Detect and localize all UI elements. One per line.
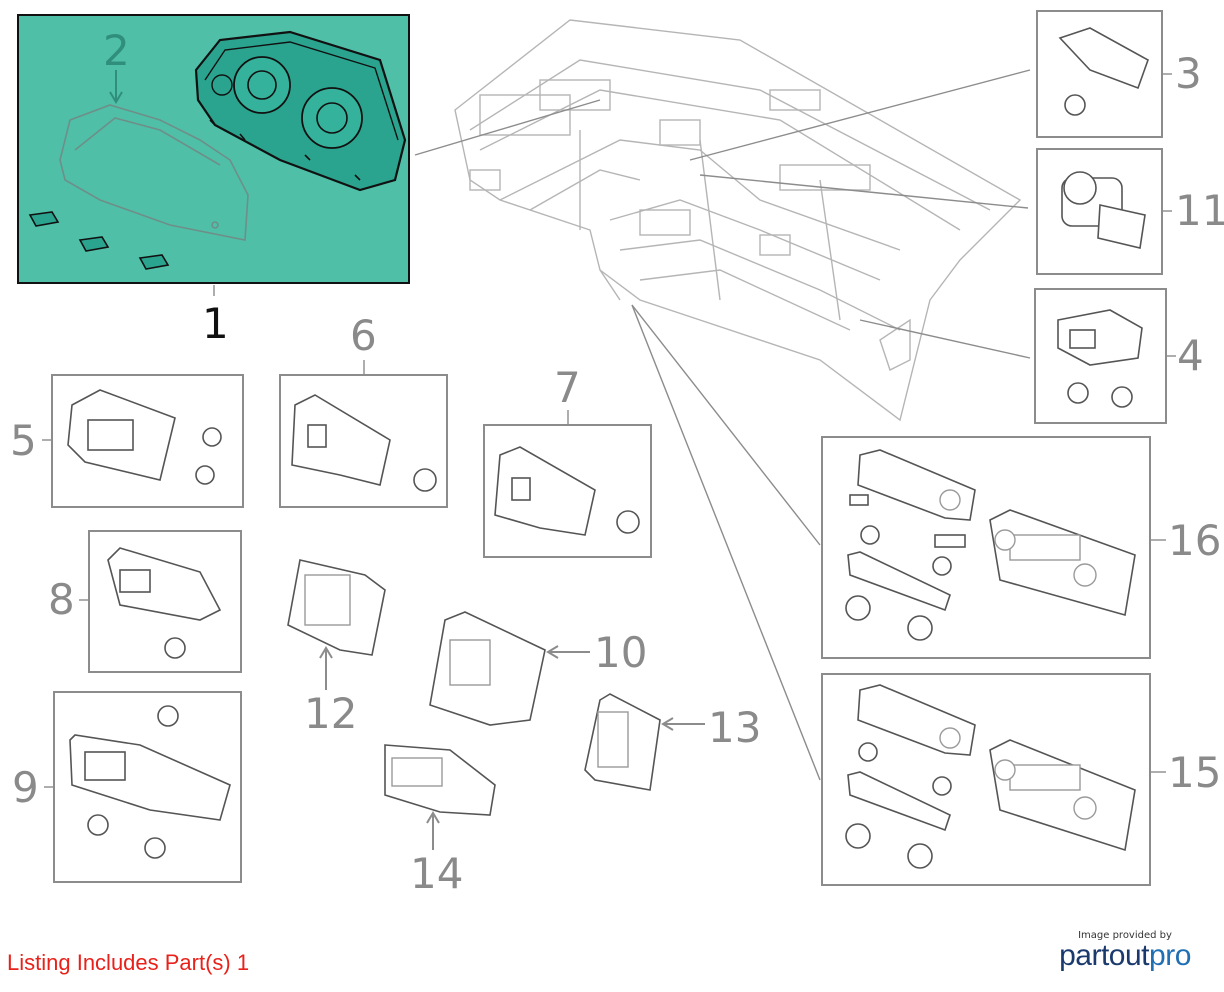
credit-caption: Image provided by <box>1078 930 1172 941</box>
part-1-clips-illustration <box>28 211 170 270</box>
part-6-box[interactable] <box>279 374 448 508</box>
part-12-illustration[interactable] <box>287 559 386 656</box>
callout-4[interactable]: 4 <box>1177 331 1204 380</box>
part-2-lens-illustration <box>59 104 249 241</box>
logo-prefix: partout <box>1059 939 1150 972</box>
image-credit: Image provided by partoutpro <box>1030 930 1220 973</box>
callout-2-arrow <box>109 70 123 104</box>
callout-14[interactable]: 14 <box>410 849 463 898</box>
callout-10-arrow <box>546 645 590 659</box>
callout-16[interactable]: 16 <box>1168 516 1221 565</box>
part-14-illustration[interactable] <box>384 744 496 816</box>
callout-15[interactable]: 15 <box>1168 748 1221 797</box>
callout-6[interactable]: 6 <box>350 311 377 360</box>
callout-12[interactable]: 12 <box>304 689 357 738</box>
callout-2[interactable]: 2 <box>103 26 130 75</box>
part-7-box[interactable] <box>483 424 652 558</box>
logo-suffix: pro <box>1149 939 1191 972</box>
part-3-box[interactable] <box>1036 10 1163 138</box>
part-16-box[interactable] <box>821 436 1151 659</box>
callout-14-arrow <box>426 811 440 850</box>
part-1-cluster-illustration <box>194 30 407 192</box>
callout-13-arrow <box>661 717 705 731</box>
leader-lines <box>213 69 1031 781</box>
part-9-box[interactable] <box>53 691 242 883</box>
callout-9[interactable]: 9 <box>12 763 39 812</box>
callout-12-arrow <box>319 646 333 690</box>
part-11-box[interactable] <box>1036 148 1163 275</box>
callout-8[interactable]: 8 <box>48 575 75 624</box>
callout-11[interactable]: 11 <box>1175 186 1224 235</box>
part-15-box[interactable] <box>821 673 1151 886</box>
callout-10[interactable]: 10 <box>594 628 647 677</box>
dashboard-assembly-illustration <box>454 19 1022 422</box>
part-8-box[interactable] <box>88 530 242 673</box>
part-13-illustration[interactable] <box>584 693 661 791</box>
callout-13[interactable]: 13 <box>708 703 761 752</box>
callout-3[interactable]: 3 <box>1175 49 1202 98</box>
part-10-illustration[interactable] <box>429 611 546 726</box>
part-5-box[interactable] <box>51 374 244 508</box>
part-1-instrument-cluster-box[interactable] <box>17 14 410 284</box>
part-4-box[interactable] <box>1034 288 1167 424</box>
callout-1[interactable]: 1 <box>202 299 229 348</box>
partoutpro-logo: partoutpro <box>1030 939 1220 973</box>
listing-note: Listing Includes Part(s) 1 <box>7 950 250 975</box>
callout-5[interactable]: 5 <box>10 416 37 465</box>
callout-7[interactable]: 7 <box>554 363 581 412</box>
